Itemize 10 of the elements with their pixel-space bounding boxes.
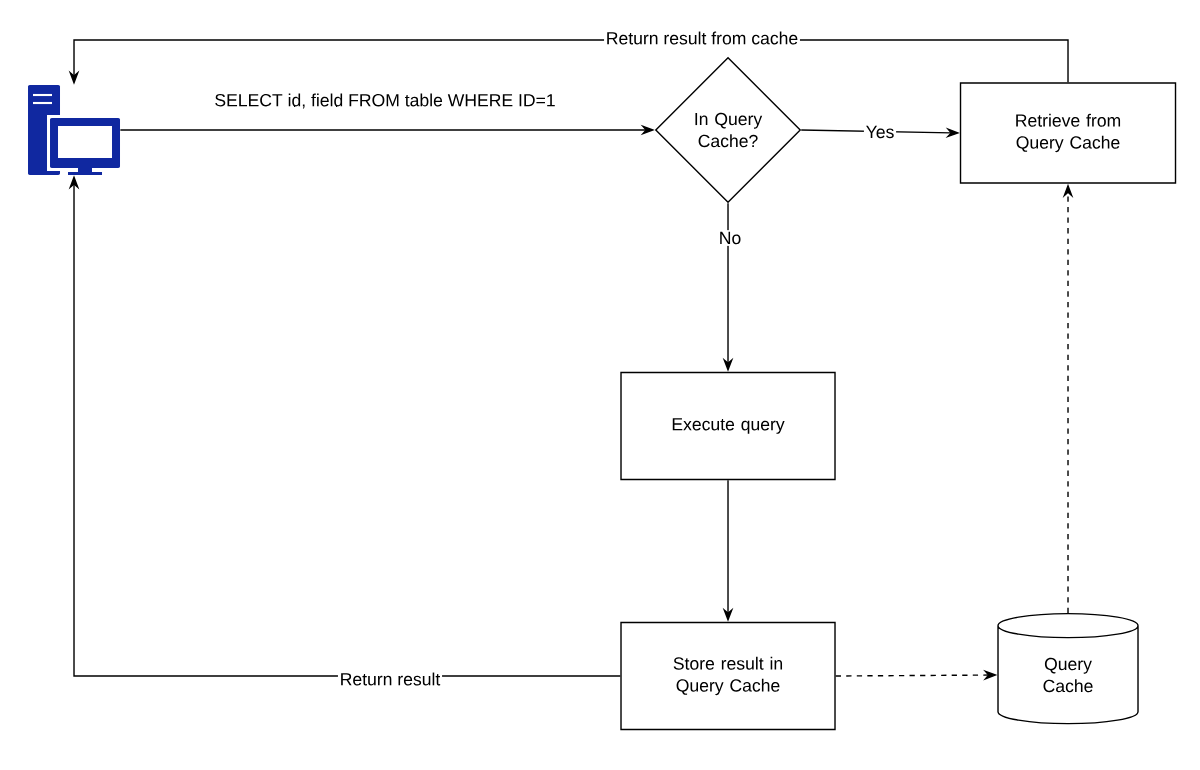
process-box: Store result in Query Cache — [620, 621, 836, 731]
process-box: Execute query — [620, 371, 836, 481]
database-cylinder: Query Cache — [997, 612, 1139, 725]
edge-label: No — [717, 230, 743, 246]
edge-label: Return result from cache — [604, 29, 800, 47]
edge-label: SELECT id, field FROM table WHERE ID=1 — [212, 91, 558, 111]
edge-label: Return result — [337, 670, 443, 688]
computer-drawing — [28, 85, 122, 175]
edge-label: Yes — [863, 124, 897, 140]
process-box: Retrieve from Query Cache — [959, 82, 1177, 184]
